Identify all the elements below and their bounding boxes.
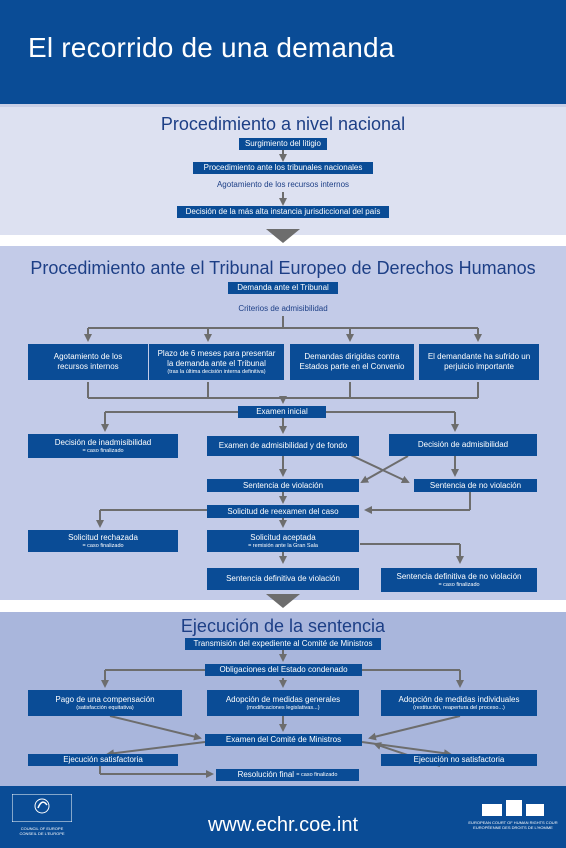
crit-states-label: Demandas dirigidas contra Estados parte … — [299, 352, 405, 371]
accepted-label: Solicitud aceptada — [250, 532, 316, 542]
box-rejected: Solicitud rechazada = caso finalizado — [28, 530, 178, 552]
general-measures-label: Adopción de medidas generales — [225, 694, 341, 704]
payment-sub: (satisfacción equitativa) — [76, 704, 134, 711]
crit-disadvantage-label: El demandante ha sufrido un perjuicio im… — [427, 352, 531, 371]
box-national-courts-label: Procedimiento ante los tribunales nacion… — [203, 163, 363, 172]
coe-logo-icon — [12, 794, 72, 822]
box-admissible: Decisión de admisibilidad — [389, 434, 537, 456]
committee-label: Examen del Comité de Ministros — [225, 735, 342, 744]
box-initial-exam: Examen inicial — [238, 406, 326, 418]
rejected-sub: = caso finalizado — [82, 542, 124, 549]
box-dispute-label: Surgimiento del litigio — [244, 139, 322, 148]
header-band: El recorrido de una demanda — [0, 0, 566, 104]
crit-six-months-sub: (tras la última decisión interna definit… — [167, 368, 266, 375]
echr-title: Procedimiento ante el Tribunal Europeo d… — [30, 258, 536, 278]
satisfactory-label: Ejecución satisfactoria — [63, 755, 143, 764]
violation-label: Sentencia de violación — [242, 480, 324, 490]
footer-url[interactable]: www.echr.coe.int — [207, 814, 359, 836]
box-violation: Sentencia de violación — [207, 479, 359, 492]
box-national-courts: Procedimiento ante los tribunales nacion… — [193, 162, 373, 174]
payment-label: Pago de una compensación — [55, 694, 155, 704]
court-building-icon — [482, 800, 544, 816]
box-crit-exhaustion: Agotamiento de los recursos internos — [28, 344, 148, 380]
box-individual-measures: Adopción de medidas individuales (restit… — [381, 690, 537, 716]
box-final-no-violation: Sentencia definitiva de no violación = c… — [381, 568, 537, 592]
crit-exhaustion-label: Agotamiento de los recursos internos — [53, 352, 123, 371]
inadmissible-sub: = caso finalizado — [82, 447, 124, 454]
box-transmission: Transmisión del expediente al Comité de … — [185, 638, 381, 650]
box-highest-court: Decisión de la más alta instancia jurisd… — [177, 206, 389, 218]
box-application-label: Demanda ante el Tribunal — [237, 283, 329, 292]
initial-exam-label: Examen inicial — [256, 407, 308, 416]
page-title: El recorrido de una demanda — [28, 32, 395, 63]
resolution-sub: = caso finalizado — [296, 771, 338, 778]
unsatisfactory-label: Ejecución no satisfactoria — [413, 755, 505, 764]
accepted-sub: = remisión ante la Gran Sala — [248, 542, 318, 549]
admissible-label: Decisión de admisibilidad — [417, 440, 509, 449]
rejected-label: Solicitud rechazada — [68, 532, 138, 542]
box-no-violation: Sentencia de no violación — [414, 479, 537, 492]
box-referral: Solicitud de reexamen del caso — [207, 505, 359, 518]
transmission-label: Transmisión del expediente al Comité de … — [193, 639, 373, 648]
admiss-merits-label: Examen de admisibilidad y de fondo — [218, 441, 348, 450]
box-crit-disadvantage: El demandante ha sufrido un perjuicio im… — [419, 344, 539, 380]
box-unsatisfactory: Ejecución no satisfactoria — [381, 754, 537, 766]
box-payment: Pago de una compensación (satisfacción e… — [28, 690, 182, 716]
resolution-label: Resolución final — [237, 770, 295, 779]
box-accepted: Solicitud aceptada = remisión ante la Gr… — [207, 530, 359, 552]
crit-six-months-label: Plazo de 6 meses para presentar la deman… — [157, 348, 276, 368]
box-crit-states: Demandas dirigidas contra Estados parte … — [290, 344, 414, 380]
coe-logo-text: COUNCIL OF EUROPE CONSEIL DE L'EUROPE — [19, 826, 65, 836]
no-violation-label: Sentencia de no violación — [429, 480, 522, 490]
box-final-violation: Sentencia definitiva de violación — [207, 568, 359, 590]
national-title: Procedimiento a nivel nacional — [160, 114, 406, 134]
final-no-violation-sub: = caso finalizado — [438, 581, 480, 588]
text-exhaustion: Agotamiento de los recursos internos — [216, 180, 350, 189]
box-obligations: Obligaciones del Estado condenado — [205, 664, 362, 676]
court-logo-text: EUROPEAN COURT OF HUMAN RIGHTS COUR EURO… — [468, 820, 558, 830]
obligations-label: Obligaciones del Estado condenado — [219, 665, 348, 674]
final-violation-label: Sentencia definitiva de violación — [226, 574, 340, 583]
inadmissible-label: Decisión de inadmisibilidad — [54, 437, 152, 447]
box-dispute: Surgimiento del litigio — [239, 138, 327, 150]
individual-measures-sub: (restitución, reapertura del proceso...) — [413, 704, 505, 711]
box-general-measures: Adopción de medidas generales (modificac… — [207, 690, 359, 716]
box-highest-court-label: Decisión de la más alta instancia jurisd… — [185, 207, 381, 216]
box-crit-six-months: Plazo de 6 meses para presentar la deman… — [149, 344, 284, 380]
box-satisfactory: Ejecución satisfactoria — [28, 754, 178, 766]
box-inadmissible: Decisión de inadmisibilidad = caso final… — [28, 434, 178, 458]
box-committee: Examen del Comité de Ministros — [205, 734, 362, 746]
referral-label: Solicitud de reexamen del caso — [227, 506, 339, 516]
box-admiss-merits: Examen de admisibilidad y de fondo — [207, 436, 359, 456]
footer-band — [0, 786, 566, 848]
execution-title: Ejecución de la sentencia — [180, 616, 386, 636]
text-criteria: Criterios de admisibilidad — [238, 304, 328, 313]
box-resolution: Resolución final = caso finalizado — [216, 769, 359, 781]
box-application: Demanda ante el Tribunal — [228, 282, 338, 294]
individual-measures-label: Adopción de medidas individuales — [398, 694, 520, 704]
final-no-violation-label: Sentencia definitiva de no violación — [396, 571, 522, 581]
general-measures-sub: (modificaciones legislativas...) — [246, 704, 320, 711]
